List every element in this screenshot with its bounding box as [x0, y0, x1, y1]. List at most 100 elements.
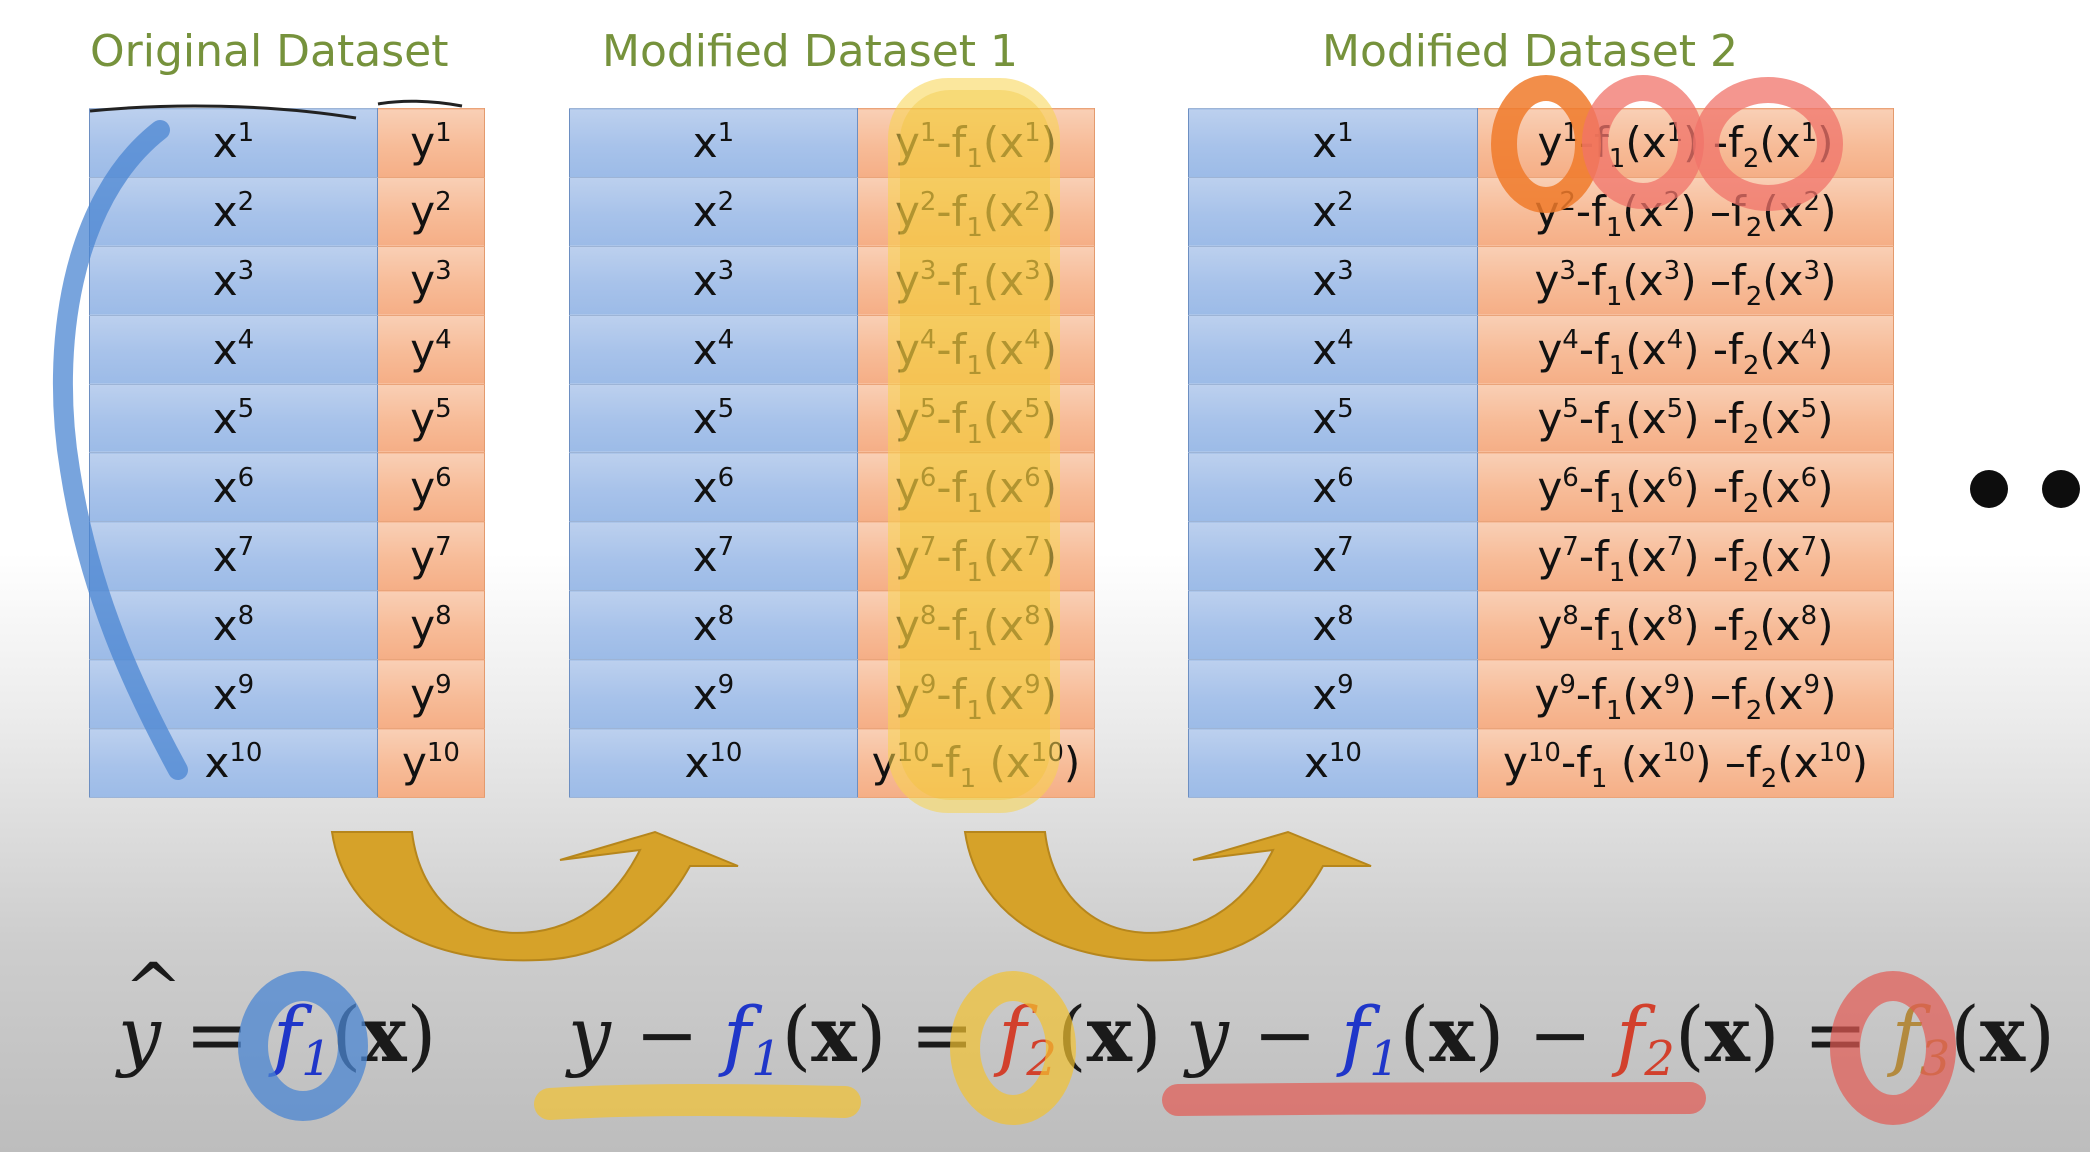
arrow-original-to-mod1	[330, 830, 739, 962]
mod2-y-cell: y1-f1(x1) -f2(x1)	[1477, 108, 1894, 178]
original-x-cell: x10	[89, 728, 378, 798]
equation-3: y − f1(x) − f2(x) = f3(x)	[1186, 990, 2055, 1083]
eq3-f1: f	[1340, 990, 1370, 1079]
eq3-p2c: )	[1749, 990, 1780, 1079]
mod2-x-cell: x8	[1188, 590, 1478, 661]
mod2-x-cell: x4	[1188, 314, 1478, 385]
mod2-y-cell: y2-f1(x2) –f2(x2)	[1477, 176, 1894, 247]
hat-symbol: ^	[124, 948, 183, 1030]
equation-1: ^ y = f1(x)	[118, 948, 437, 1083]
mod2-x-cell: x5	[1188, 383, 1478, 454]
mod1-x-cell: x4	[569, 314, 858, 385]
eq1-paren-close: )	[406, 990, 437, 1079]
eq2-y: y	[568, 990, 611, 1079]
mod2-y-cell: y6-f1(x6) -f2(x6)	[1477, 452, 1894, 523]
mod1-y-cell: y3-f1(x3)	[857, 245, 1095, 316]
equation-2: y − f1(x) = f2(x)	[568, 990, 1162, 1083]
mod2-x-cell: x9	[1188, 659, 1478, 730]
mod1-y-cell: y4-f1(x4)	[857, 314, 1095, 385]
original-y-cell: y3	[377, 245, 485, 316]
eq2-x1: x	[811, 990, 857, 1079]
eq3-f2: f	[1616, 990, 1645, 1079]
mod2-y-cell: y7-f1(x7) -f2(x7)	[1477, 521, 1894, 592]
eq2-f2-sub: 2	[1026, 1031, 1057, 1087]
title-modified-dataset-1: Modified Dataset 1	[601, 26, 1019, 77]
original-x-cell: x5	[89, 383, 378, 454]
eq2-p1c: )	[856, 990, 887, 1079]
title-original-dataset: Original Dataset	[90, 26, 449, 77]
mod1-x-cell: x3	[569, 245, 858, 316]
mod1-y-cell: y5-f1(x5)	[857, 383, 1095, 454]
original-y-cell: y7	[377, 521, 485, 592]
mod2-y-cell: y5-f1(x5) -f2(x5)	[1477, 383, 1894, 454]
eq1-f1-sub: 1	[301, 1031, 332, 1087]
dot-1	[1970, 470, 2008, 508]
eq1-f1: f	[272, 990, 302, 1079]
mod2-x-cell: x1	[1188, 108, 1478, 178]
mod1-y-cell: y7-f1(x7)	[857, 521, 1095, 592]
mod1-y-cell: y10-f1 (x10)	[857, 728, 1095, 798]
eq1-paren-open: (	[331, 990, 362, 1079]
mod2-y-cell: y8-f1(x8) -f2(x8)	[1477, 590, 1894, 661]
original-x-cell: x8	[89, 590, 378, 661]
original-x-cell: x2	[89, 176, 378, 247]
eq1-x: x	[361, 990, 407, 1079]
red-underline-eq3	[1162, 1082, 1706, 1116]
mod2-y-cell: y10-f1 (x10) –f2(x10)	[1477, 728, 1894, 798]
original-y-cell: y8	[377, 590, 485, 661]
eq3-f3: f	[1891, 990, 1920, 1079]
underline-y-column	[377, 99, 463, 108]
mod1-y-cell: y1-f1(x1)	[857, 108, 1095, 178]
eq3-minus1: −	[1228, 990, 1341, 1079]
mod1-x-cell: x8	[569, 590, 858, 661]
mod1-x-cell: x6	[569, 452, 858, 523]
eq1-y: y	[118, 990, 161, 1079]
eq2-p2o: (	[1056, 990, 1087, 1079]
mod2-x-cell: x3	[1188, 245, 1478, 316]
mod1-x-cell: x10	[569, 728, 858, 798]
original-x-cell: x7	[89, 521, 378, 592]
eq3-p3o: (	[1950, 990, 1980, 1079]
title-modified-dataset-2: Modified Dataset 2	[1321, 26, 1739, 77]
eq2-minus: −	[610, 990, 723, 1079]
eq3-x1: x	[1429, 990, 1475, 1079]
eq3-p1o: (	[1399, 990, 1430, 1079]
dot-2	[2042, 470, 2080, 508]
original-y-cell: y1	[377, 108, 485, 178]
eq3-minus2: −	[1504, 990, 1617, 1079]
eq2-f1: f	[722, 990, 752, 1079]
mod2-y-cell: y3-f1(x3) –f2(x3)	[1477, 245, 1894, 316]
original-x-cell: x9	[89, 659, 378, 730]
eq2-equals: =	[886, 990, 999, 1079]
mod1-y-cell: y8-f1(x8)	[857, 590, 1095, 661]
eq3-x3: x	[1979, 990, 2026, 1079]
eq2-p1o: (	[781, 990, 812, 1079]
eq2-p2c: )	[1131, 990, 1162, 1079]
mod1-x-cell: x9	[569, 659, 858, 730]
mod1-y-cell: y2-f1(x2)	[857, 176, 1095, 247]
mod2-y-cell: y4-f1(x4) -f2(x4)	[1477, 314, 1894, 385]
original-y-cell: y10	[377, 728, 485, 798]
mod1-y-cell: y9-f1(x9)	[857, 659, 1095, 730]
arrow-mod1-to-mod2	[963, 830, 1372, 962]
mod1-x-cell: x2	[569, 176, 858, 247]
